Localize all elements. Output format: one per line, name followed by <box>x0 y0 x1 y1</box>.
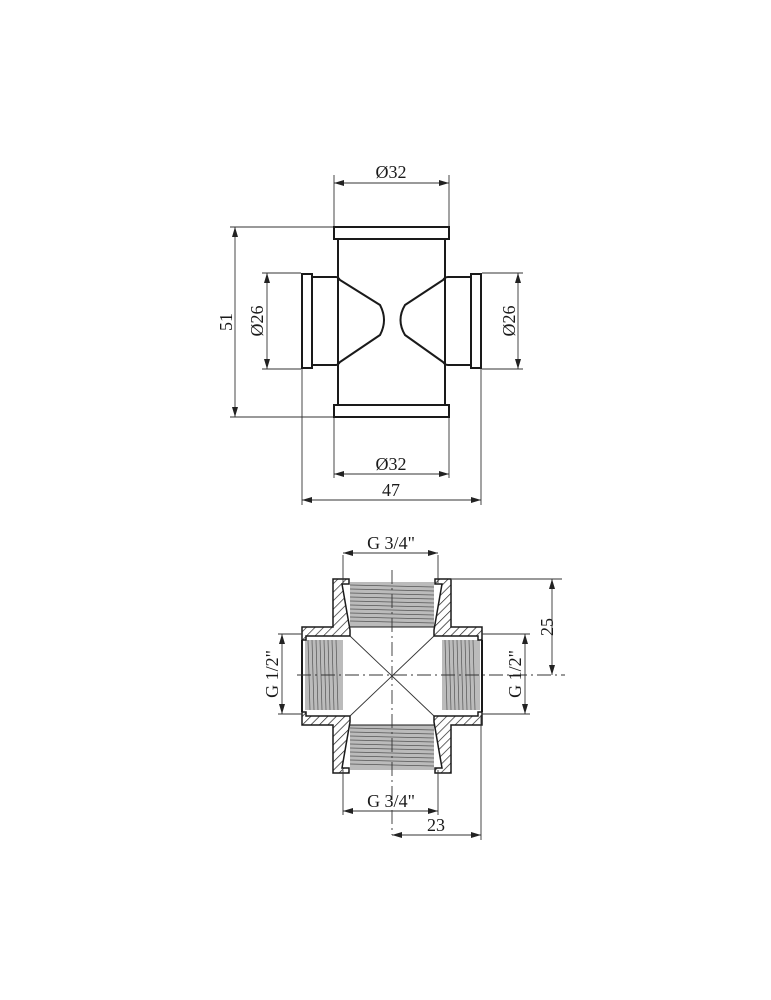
dim-right-diameter: Ø26 <box>499 306 519 337</box>
dim-top-diameter: Ø32 <box>376 162 407 182</box>
thread-top-label: G 3/4" <box>367 533 415 553</box>
dim-half-height: 25 <box>537 618 557 636</box>
dim-left-diameter: Ø26 <box>247 306 267 337</box>
thread-bottom-label: G 3/4" <box>367 791 415 811</box>
dim-height: 51 <box>216 313 236 331</box>
top-view: Ø32 Ø32 47 51 Ø26 Ø26 <box>216 162 523 505</box>
dim-bottom-diameter: Ø32 <box>376 454 407 474</box>
fitting-outline <box>301 226 482 418</box>
dim-half-width: 23 <box>427 815 445 835</box>
thread-left-label: G 1/2" <box>262 650 282 698</box>
dim-width: 47 <box>382 480 400 500</box>
section-view: G 3/4" G 3/4" 23 25 G 1/2" G 1/2" <box>262 533 565 840</box>
thread-right-label: G 1/2" <box>505 650 525 698</box>
wall-section <box>301 578 483 774</box>
